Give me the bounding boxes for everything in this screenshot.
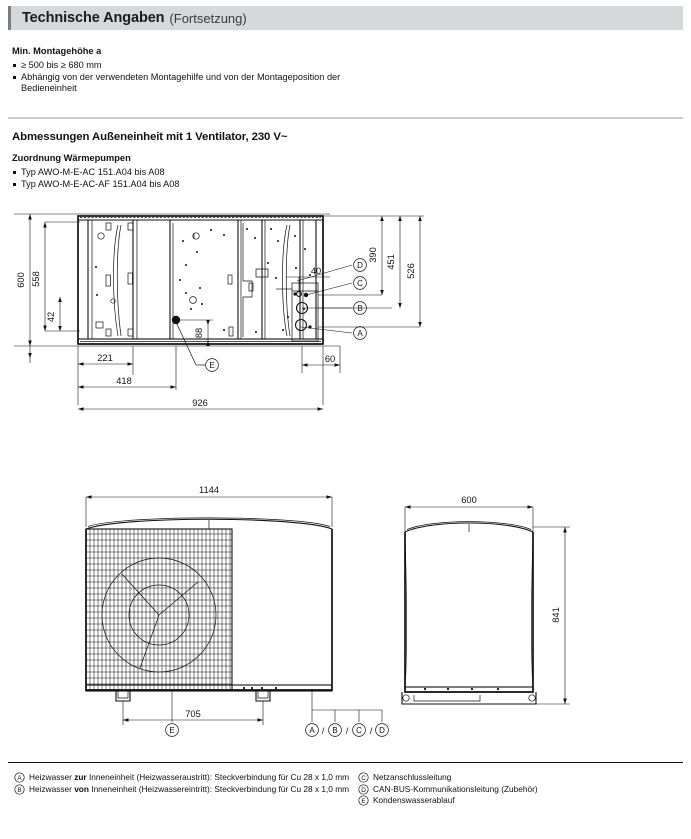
- legend-text-b: Heizwasser von Inneneinheit (Heizwassere…: [29, 783, 350, 794]
- callout-A-front: A: [309, 726, 315, 735]
- page-title-suffix: (Fortsetzung): [169, 10, 247, 26]
- callout-C-front: C: [356, 726, 362, 735]
- list-item: Abhängig von der verwendeten Montagehilf…: [12, 72, 352, 95]
- legend-item-a: A Heizwasser zur Inneneinheit (Heizwasse…: [14, 772, 354, 783]
- legend-key-a: A: [14, 772, 29, 783]
- dim-port-offset-right: 60: [325, 354, 335, 364]
- legend-key-b: B: [14, 784, 29, 795]
- legend-column-left: A Heizwasser zur Inneneinheit (Heizwasse…: [14, 772, 354, 795]
- legend-key-e: E: [358, 795, 373, 806]
- legend-key-c: C: [358, 772, 373, 783]
- callout-B-front: B: [332, 726, 337, 735]
- assignment-label: Zuordnung Wärmepumpen: [12, 153, 131, 163]
- svg-text:C: C: [361, 775, 366, 782]
- callout-separator-2: /: [346, 726, 349, 736]
- callout-separator-1: /: [322, 726, 325, 736]
- svg-text:E: E: [361, 798, 365, 805]
- dim-height-inner: 558: [31, 271, 41, 287]
- dim-height-total: 600: [16, 272, 26, 288]
- dim-drain-height: 88: [194, 328, 204, 338]
- callout-E-front: E: [169, 726, 174, 735]
- legend-item-c: C Netzanschlussleitung: [358, 772, 683, 783]
- dim-offset-left-1: 221: [97, 353, 113, 363]
- page-header-band: Technische Angaben (Fortsetzung): [8, 6, 683, 30]
- callout-E-top: E: [209, 361, 214, 370]
- dim-height-c: 451: [386, 254, 396, 270]
- callout-C-top: C: [357, 279, 363, 288]
- drawing-rear-view: E 88 600 558 42: [0, 205, 470, 430]
- drawing-side-view: 600 841: [380, 482, 630, 732]
- callout-B-top: B: [357, 304, 362, 313]
- mounting-height-list: ≥ 500 bis ≥ 680 mm Abhängig von der verw…: [12, 60, 352, 95]
- dim-height-b: 526: [406, 263, 416, 279]
- assignment-block: Zuordnung Wärmepumpen Typ AWO-M-E-AC 151…: [12, 153, 352, 191]
- dim-side-height: 841: [551, 607, 561, 623]
- list-item: ≥ 500 bis ≥ 680 mm: [12, 60, 352, 72]
- legend-key-d: D: [358, 784, 373, 795]
- legend-text-e: Kondenswasserablauf: [373, 795, 455, 806]
- dimensions-section-title: Abmessungen Außeneinheit mit 1 Ventilato…: [12, 131, 288, 143]
- legend-text-a: Heizwasser zur Inneneinheit (Heizwassera…: [29, 772, 350, 782]
- dim-port-spacing: 40: [311, 266, 321, 276]
- svg-text:A: A: [17, 775, 22, 782]
- dim-height-d: 390: [368, 247, 378, 263]
- callout-A-top: A: [357, 329, 363, 338]
- dim-width-total: 926: [192, 398, 208, 408]
- svg-text:D: D: [361, 787, 366, 794]
- dim-foot-spacing: 705: [185, 709, 201, 719]
- legend-item-e: E Kondenswasserablauf: [358, 795, 683, 806]
- legend-column-right: C Netzanschlussleitung D CAN-BUS-Kommuni…: [358, 772, 683, 807]
- dim-side-depth: 600: [461, 495, 477, 505]
- legend-text-d: CAN-BUS-Kommunikationsleitung (Zubehör): [373, 783, 538, 794]
- svg-text:B: B: [17, 787, 21, 794]
- callout-D-front: D: [379, 726, 385, 735]
- list-item: Typ AWO-M-E-AC 151.A04 bis A08: [12, 167, 352, 179]
- assignment-list: Typ AWO-M-E-AC 151.A04 bis A08 Typ AWO-M…: [12, 167, 352, 191]
- callout-separator-3: /: [370, 726, 373, 736]
- dim-offset-left-2: 418: [116, 376, 132, 386]
- drawing-front-view: 1144: [60, 482, 400, 742]
- section-divider: [8, 117, 683, 119]
- legend-text-c: Netzanschlussleitung: [373, 772, 452, 782]
- dim-front-width: 1144: [199, 485, 219, 495]
- dim-offset-bottom: 42: [46, 312, 56, 322]
- mounting-height-block: Min. Montagehöhe a ≥ 500 bis ≥ 680 mm Ab…: [12, 46, 352, 95]
- legend-item-d: D CAN-BUS-Kommunikationsleitung (Zubehör…: [358, 784, 683, 795]
- legend-divider: [8, 762, 683, 763]
- callout-D-top: D: [357, 261, 363, 270]
- page-title: Technische Angaben: [22, 10, 165, 26]
- legend-item-b: B Heizwasser von Inneneinheit (Heizwasse…: [14, 784, 354, 795]
- list-item: Typ AWO-M-E-AC-AF 151.A04 bis A08: [12, 179, 352, 191]
- mounting-height-label: Min. Montagehöhe a: [12, 46, 102, 56]
